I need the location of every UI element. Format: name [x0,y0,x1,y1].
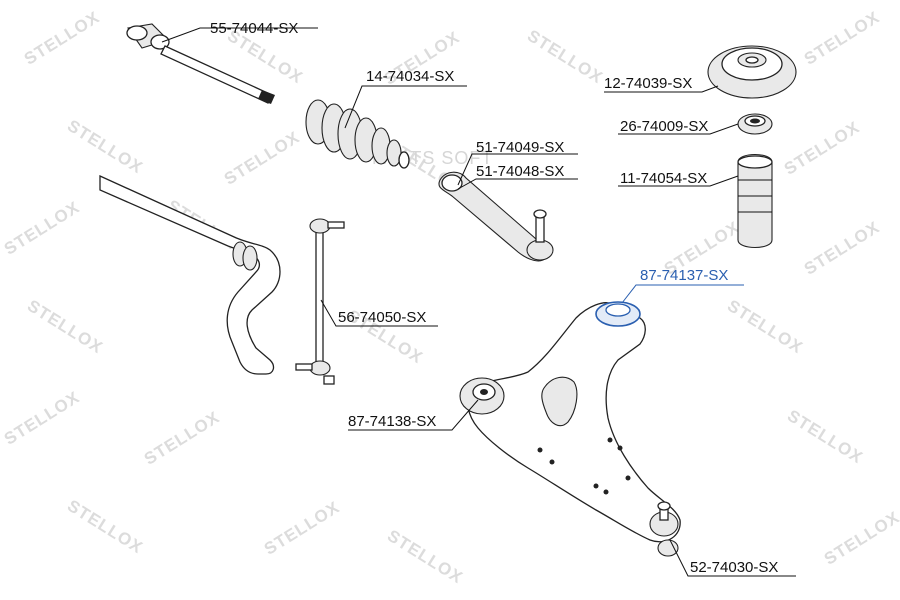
watermark-text: STELLOX [801,7,883,68]
watermark-text: STELLOX [384,526,466,587]
watermark-text: STELLOX [784,406,866,467]
watermark-text: STELLOX [221,127,303,188]
part-code-tie-rod-end-left[interactable]: 51-74049-SX [476,139,564,156]
watermark-text: STELLOX [141,407,223,468]
part-code-front-bushing[interactable]: 87-74138-SX [348,413,436,430]
part-code-ball-joint[interactable]: 52-74030-SX [690,559,778,576]
stabilizer-link-drawing [295,218,345,385]
part-code-steering-boot[interactable]: 14-74034-SX [366,68,454,85]
control-arm-drawing [459,302,681,543]
watermark-text: STELLOX [1,387,83,448]
tie-rod-end-drawing [438,171,554,262]
watermark-text: STELLOX [261,497,343,558]
part-code-stabilizer-link[interactable]: 56-74050-SX [338,309,426,326]
watermark-text: STELLOX [24,296,106,357]
rear-bushing-drawing [595,301,641,327]
leader-lines [161,27,796,577]
watermark-text: STELLOX [1,197,83,258]
strut-bearing-drawing [737,113,773,135]
part-code-inner-tie-rod[interactable]: 55-74044-SX [210,20,298,37]
inner-tie-rod-drawing [126,23,275,104]
part-code-strut-bearing[interactable]: 26-74009-SX [620,118,708,135]
watermark-text: STELLOX [781,117,863,178]
watermark-text: STELLOX [724,296,806,357]
part-code-strut-mount[interactable]: 12-74039-SX [604,75,692,92]
part-labels: 55-74044-SX 14-74034-SX 51-74049-SX 51-7… [210,20,778,576]
ball-joint-drawing [649,501,679,557]
part-code-tie-rod-end-right[interactable]: 51-74048-SX [476,163,564,180]
watermark-text: STELLOX [21,7,103,68]
stabilizer-bar-drawing [99,174,281,375]
part-code-rear-bushing[interactable]: 87-74137-SX [640,267,728,284]
watermark-text: STELLOX [524,26,606,87]
watermark-text: STELLOX [64,116,146,177]
watermark-text: STELLOX [821,507,900,568]
watermark-text: STELLOX [801,217,883,278]
bump-stop-drawing [737,153,773,249]
steering-boot-drawing [305,99,410,169]
strut-mount-drawing [707,45,797,99]
part-code-bump-stop[interactable]: 11-74054-SX [620,170,707,187]
watermark-text: STELLOX [64,496,146,557]
